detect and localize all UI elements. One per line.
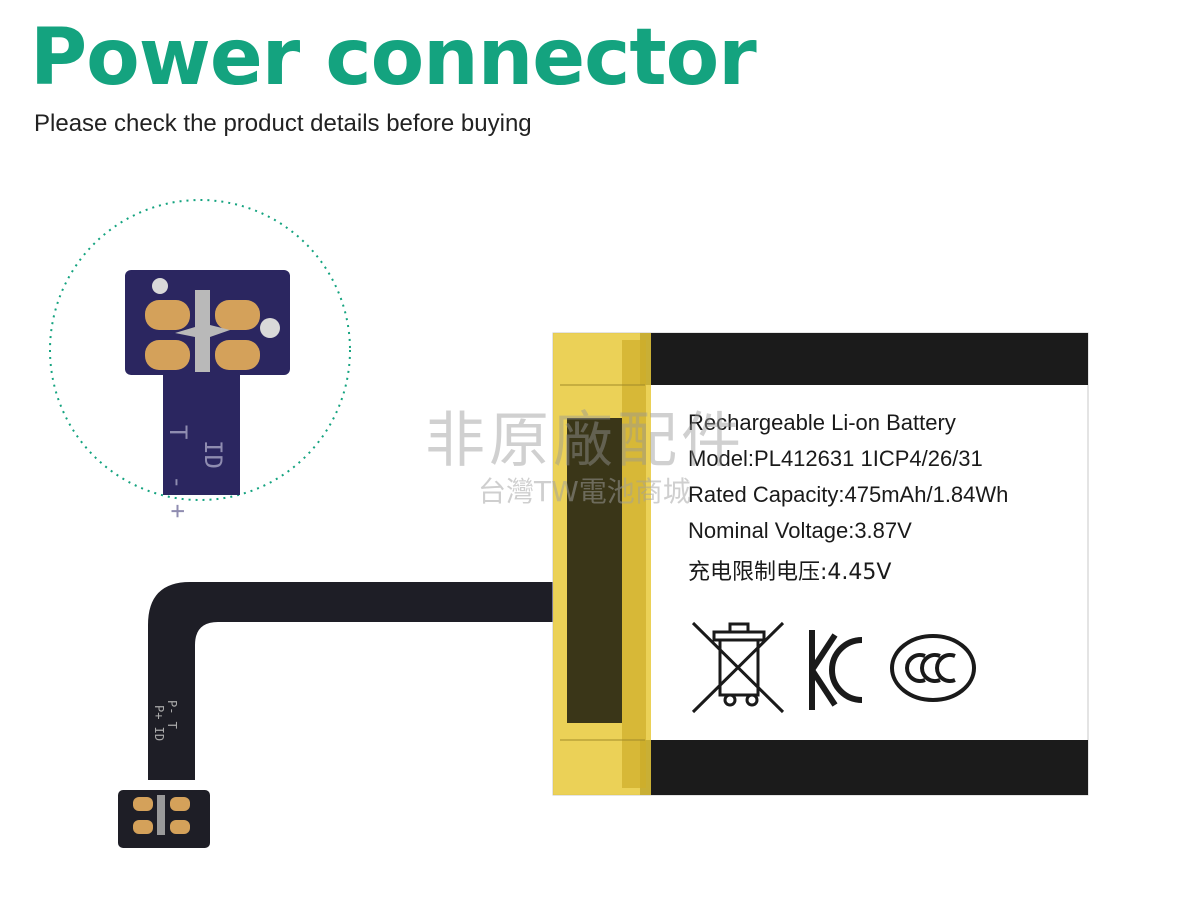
zoomed-connector (125, 270, 290, 495)
small-connector (118, 790, 210, 848)
page-title: Power connector (30, 13, 757, 103)
battery-label-voltage: Nominal Voltage:3.87V (688, 518, 912, 543)
flex-cable (148, 582, 568, 780)
kc-mark-icon (809, 630, 863, 710)
watermark-main: 非原廠配件 (425, 406, 745, 476)
battery (552, 332, 1089, 796)
cable-mark-left: P- T (165, 700, 179, 729)
ccc-mark-icon (890, 634, 976, 702)
zoom-pad (145, 300, 190, 330)
zoom-mark-t: T (164, 425, 192, 439)
watermark-sub: 台灣TW電池商城 (478, 475, 691, 508)
battery-label-capacity: Rated Capacity:475mAh/1.84Wh (688, 482, 1009, 507)
zoom-pad (215, 340, 260, 370)
page-subtitle: Please check the product details before … (34, 110, 532, 137)
battery-label-charge-limit: 充电限制电压:4.45V (688, 560, 892, 585)
zoom-circle (49, 199, 351, 501)
battery-label-model: Model:PL412631 1ICP4/26/31 (688, 446, 983, 471)
cable-mark-right: P+ ID (152, 705, 166, 741)
zoom-pad (215, 300, 260, 330)
zoom-pad (145, 340, 190, 370)
weee-crossed-bin-icon (691, 621, 785, 714)
zoom-mark-id: ID (199, 440, 227, 469)
zoom-mark-sign: - + (164, 475, 192, 518)
battery-label-title: Rechargeable Li-on Battery (688, 410, 956, 435)
